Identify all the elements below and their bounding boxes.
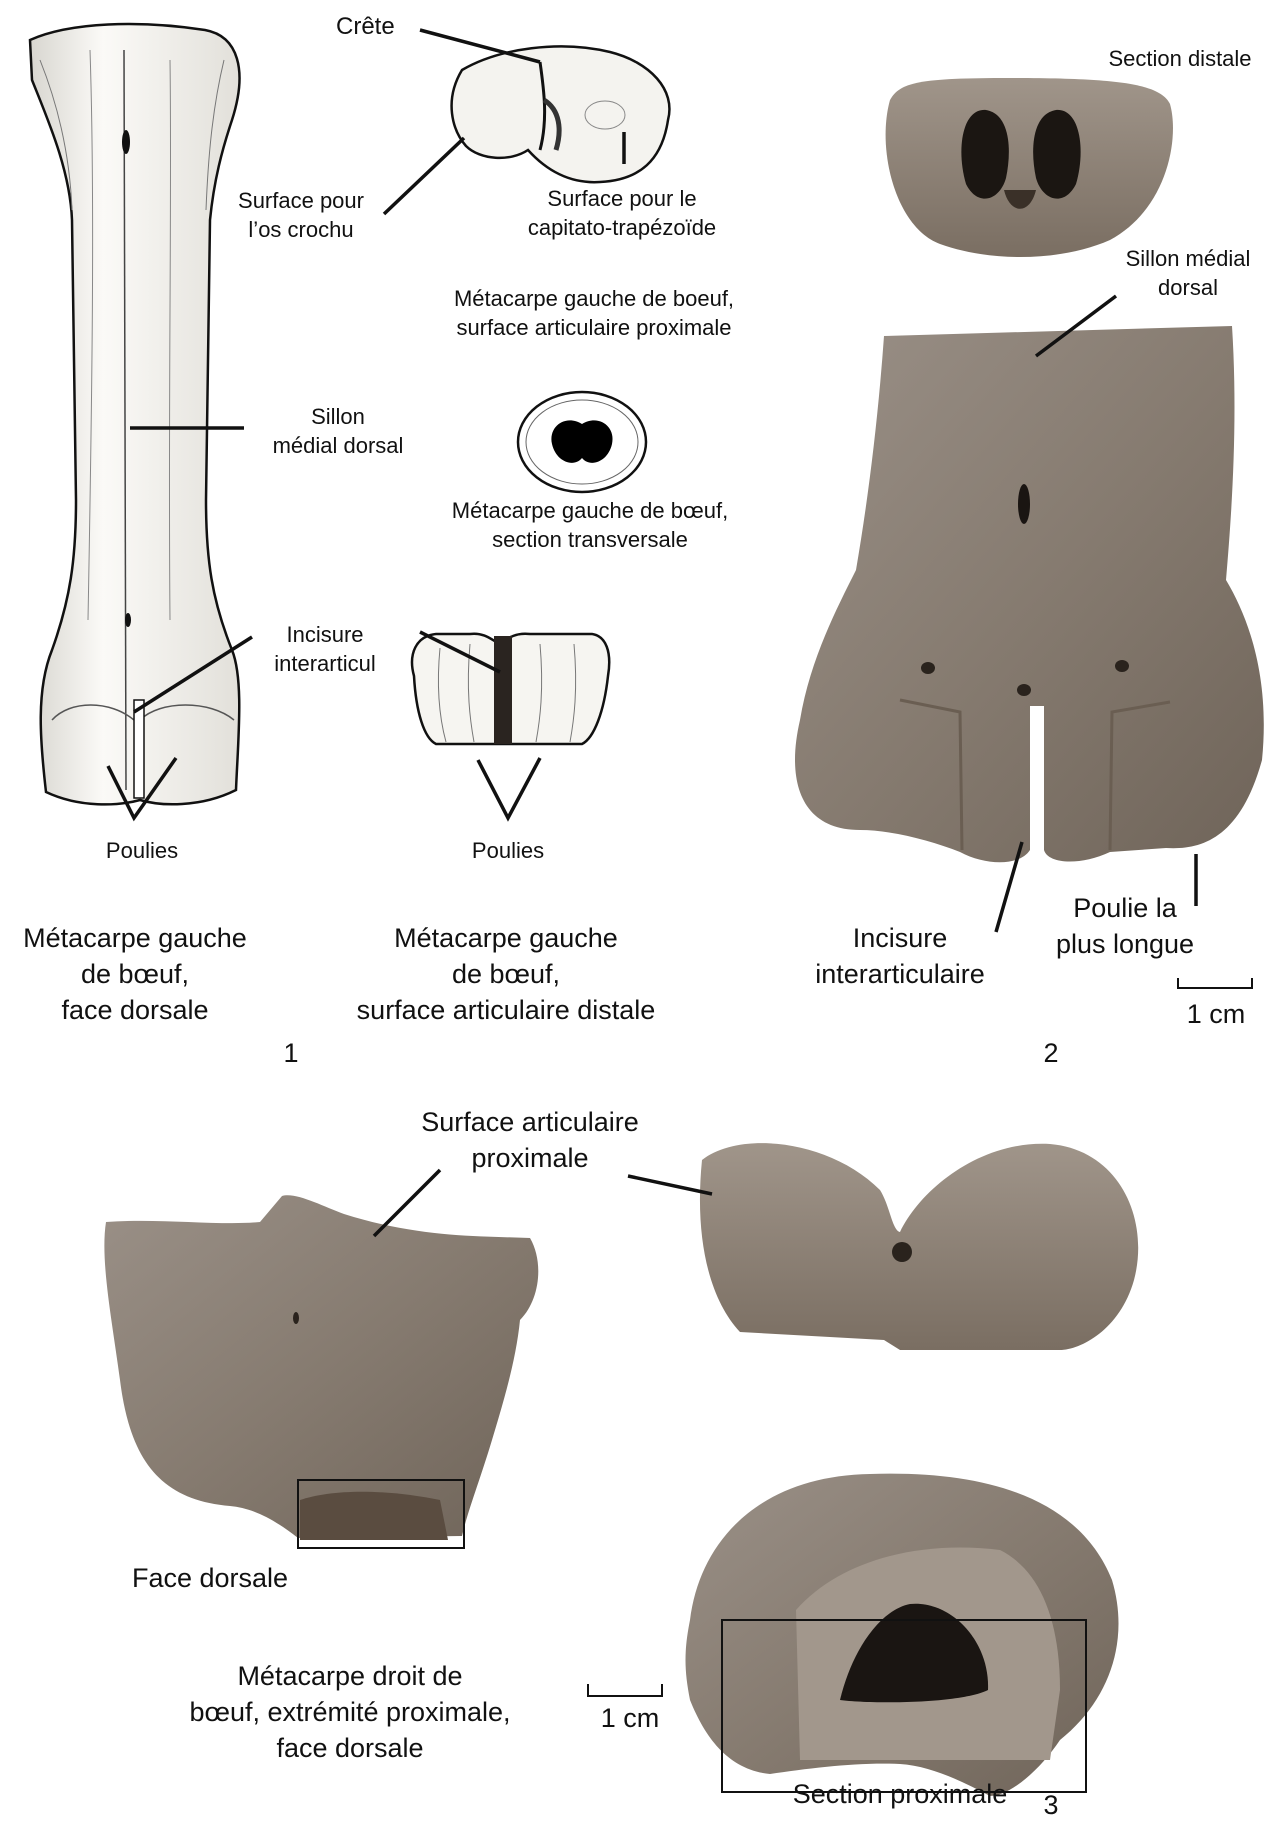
distal-surface-drawing — [412, 634, 609, 744]
proximal-section-photo — [686, 1474, 1119, 1796]
panel-number-2: 2 — [1036, 1038, 1066, 1068]
label-proximal-caption: Métacarpe gauche de boeuf, surface artic… — [414, 284, 774, 342]
metacarpal-dorsal-drawing — [30, 24, 239, 804]
proximal-articular-surface-photo — [700, 1143, 1138, 1350]
proximal-fragment-dorsal-photo — [104, 1195, 538, 1540]
panel-number-3: 3 — [1036, 1790, 1066, 1820]
label-poulie-longue: Poulie la plus longue — [1040, 890, 1210, 962]
label-incisure-1: Incisure interarticul — [262, 620, 388, 678]
label-sillon-medial-2: Sillon médial dorsal — [1108, 244, 1268, 302]
label-poulies-right: Poulies — [448, 836, 568, 865]
distal-section-photo — [886, 78, 1173, 257]
label-sillon-medial-1: Sillon médial dorsal — [252, 402, 424, 460]
label-surface-capitato: Surface pour le capitato-trapézoïde — [496, 184, 748, 242]
label-crete: Crête — [336, 12, 395, 42]
panel2-scale-bar — [1178, 978, 1252, 988]
caption-dorsal: Métacarpe gauche de bœuf, face dorsale — [0, 920, 270, 1028]
label-scale-3: 1 cm — [580, 1700, 680, 1736]
label-scale-2: 1 cm — [1166, 996, 1266, 1032]
label-surface-articulaire-proximale: Surface articulaire proximale — [400, 1104, 660, 1176]
label-incisure-2: Incisure interarticulaire — [790, 920, 1010, 992]
caption-proximal-fragment: Métacarpe droit de bœuf, extrémité proxi… — [160, 1658, 540, 1766]
label-section-caption: Métacarpe gauche de bœuf, section transv… — [410, 496, 770, 554]
label-face-dorsale: Face dorsale — [100, 1560, 320, 1596]
distal-metacarpal-photo — [795, 326, 1264, 862]
label-section-distale: Section distale — [1080, 44, 1280, 73]
label-poulies-left: Poulies — [82, 836, 202, 865]
proximal-surface-drawing — [452, 46, 670, 182]
caption-distal: Métacarpe gauche de bœuf, surface articu… — [316, 920, 696, 1028]
panel-number-1: 1 — [276, 1038, 306, 1068]
label-section-proximale: Section proximale — [770, 1776, 1030, 1812]
transverse-section-drawing — [518, 392, 646, 492]
label-surface-os-crochu: Surface pour l’os crochu — [216, 186, 386, 244]
panel3-leader-lines — [374, 1170, 712, 1236]
